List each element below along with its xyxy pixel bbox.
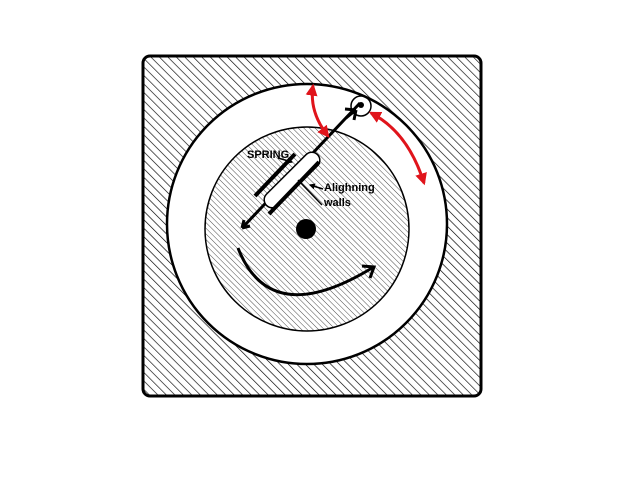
tip-roller — [350, 95, 372, 117]
tip-roller-center — [358, 102, 364, 108]
aligning-walls-label-line2: walls — [323, 197, 351, 209]
rotation-arrow — [236, 247, 373, 297]
rod-inner-arrowhead — [240, 219, 251, 230]
red-radial-motion-arrow — [305, 83, 330, 138]
rod-outer-arrowhead — [344, 107, 358, 121]
aligning-wall-lower — [267, 160, 321, 216]
rotation-arrow-head — [361, 264, 377, 279]
spring-leader-line — [277, 157, 294, 164]
aligning-leader-line — [297, 179, 323, 206]
spring-label: SPRING — [247, 149, 289, 161]
aligning-walls-label-line1: Alighning — [324, 182, 375, 194]
center-pivot — [296, 219, 316, 239]
aligning-leader-line-2 — [308, 183, 324, 190]
red-tangential-motion-arrow — [368, 111, 427, 186]
